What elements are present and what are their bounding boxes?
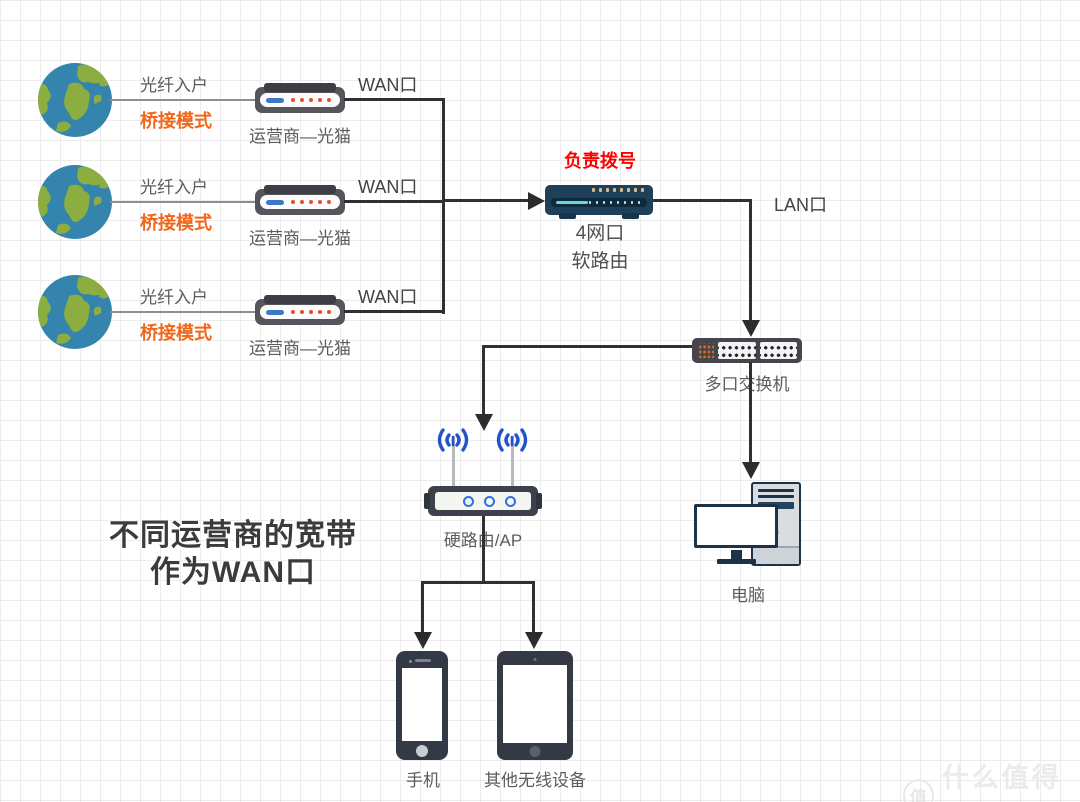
ap-front-panel <box>435 492 531 510</box>
connector-down-switch <box>749 199 752 321</box>
switch-leds <box>697 343 714 358</box>
modem-label: 运营商—光猫 <box>249 339 351 358</box>
connector-modem2-bus <box>344 200 444 203</box>
ap-router-icon <box>424 486 542 516</box>
connector-switch-computer <box>749 362 752 464</box>
soft-router-label-line2: 软路由 <box>571 250 629 272</box>
lan-port-label: LAN口 <box>774 195 828 215</box>
watermark-text: 什么值得买 <box>941 763 1062 793</box>
connector-modem3-bus <box>344 310 444 313</box>
bridge-mode-label: 桥接模式 <box>140 213 212 233</box>
phone-label: 手机 <box>406 771 440 790</box>
arrowhead-into-ap <box>474 414 493 431</box>
computer-label: 电脑 <box>731 586 765 605</box>
tablet-label: 其他无线设备 <box>484 771 586 790</box>
arrowhead-into-computer <box>741 462 760 479</box>
internet-globe-icon <box>38 165 112 239</box>
connector-bus-router <box>442 199 532 202</box>
modem-indicator <box>266 97 284 103</box>
connector-to-tablet <box>532 581 535 634</box>
isp-row-3: 光纤入户 桥接模式 运营商—光猫 WAN口 <box>0 272 470 367</box>
modem-label: 运营商—光猫 <box>249 127 351 146</box>
ap-antenna-right <box>511 436 514 488</box>
wifi-signal-icon <box>496 428 528 452</box>
monitor-stand <box>731 550 742 560</box>
arrowhead-into-tablet <box>524 632 543 649</box>
soft-router-icon <box>545 185 653 219</box>
modem-icon <box>255 185 345 215</box>
modem-screen <box>260 93 340 107</box>
switch-ports-left <box>718 342 756 359</box>
router-vents <box>592 188 644 192</box>
modem-label: 运营商—光猫 <box>249 229 351 248</box>
internet-globe-icon <box>38 275 112 349</box>
fiber-label: 光纤入户 <box>140 76 208 95</box>
caption-line2: 作为WAN口 <box>150 555 316 589</box>
watermark-logo-icon: 值 <box>903 778 934 802</box>
modem-screen <box>260 305 340 319</box>
fiber-label: 光纤入户 <box>140 288 208 307</box>
isp-row-1: 光纤入户 桥接模式 运营商—光猫 WAN口 <box>0 60 470 155</box>
fiber-line <box>110 311 256 313</box>
wifi-signal-icon <box>437 428 469 452</box>
internet-globe-icon <box>38 63 112 137</box>
bridge-mode-label: 桥接模式 <box>140 323 212 343</box>
connector-switch-ap-v <box>482 345 485 416</box>
switch-icon <box>692 338 802 363</box>
computer-monitor-icon <box>694 504 778 548</box>
fiber-line <box>110 201 256 203</box>
wan-port-label: WAN口 <box>358 75 418 95</box>
soft-router-label: 4网口 软路由 <box>545 220 655 275</box>
fiber-label: 光纤入户 <box>140 178 208 197</box>
connector-branch <box>421 581 535 584</box>
switch-ports-right <box>759 342 797 359</box>
modem-indicator <box>266 309 284 315</box>
diagram-caption: 不同运营商的宽带 作为WAN口 <box>83 518 383 591</box>
monitor-base <box>717 559 756 564</box>
modem-indicator <box>266 199 284 205</box>
modem-screen <box>260 195 340 209</box>
connector-modem1-bus <box>344 98 444 101</box>
tablet-icon <box>497 651 573 760</box>
soft-router-label-line1: 4网口 <box>575 223 625 244</box>
switch-label: 多口交换机 <box>704 375 790 394</box>
bridge-mode-label: 桥接模式 <box>140 111 212 131</box>
connector-ap-down <box>482 516 485 583</box>
watermark: 值 什么值得买 <box>903 756 1080 802</box>
router-front-panel <box>551 198 647 207</box>
wan-port-label: WAN口 <box>358 287 418 307</box>
arrowhead-into-switch <box>741 320 760 337</box>
ap-antenna-left <box>452 436 455 488</box>
wan-port-label: WAN口 <box>358 177 418 197</box>
arrowhead-into-router <box>528 191 545 210</box>
modem-icon <box>255 295 345 325</box>
connector-router-right <box>653 199 752 202</box>
connector-switch-ap-h <box>483 345 692 348</box>
modem-icon <box>255 83 345 113</box>
wan-bus-line <box>442 98 445 314</box>
dialing-note: 负责拨号 <box>564 151 636 171</box>
fiber-line <box>110 99 256 101</box>
arrowhead-into-phone <box>413 632 432 649</box>
isp-row-2: 光纤入户 桥接模式 运营商—光猫 WAN口 <box>0 162 470 257</box>
connector-to-phone <box>421 581 424 634</box>
phone-icon <box>396 651 448 760</box>
caption-line1: 不同运营商的宽带 <box>109 519 357 552</box>
